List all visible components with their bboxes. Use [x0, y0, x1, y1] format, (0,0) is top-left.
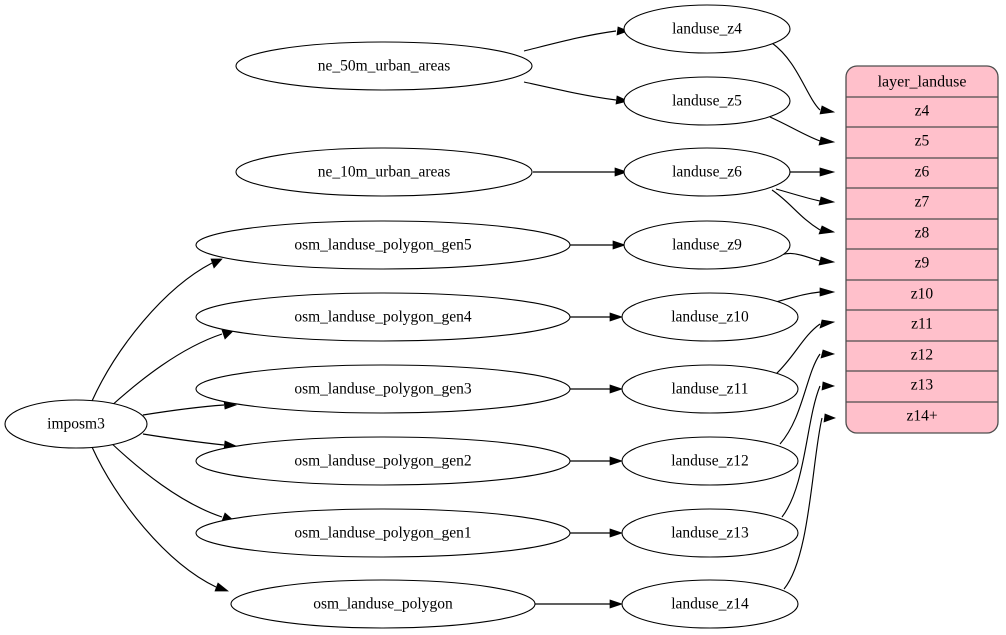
node-label: landuse_z13 — [671, 525, 749, 542]
node-landuse-z11[interactable]: landuse_z11 — [621, 364, 799, 414]
node-shape-ellipse — [230, 579, 536, 629]
edge-gen3-to-landuse-z11 — [570, 384, 624, 394]
node-ne-50m-urban-areas[interactable]: ne_50m_urban_areas — [235, 41, 533, 91]
node-shape-ellipse — [621, 579, 799, 629]
node-label: osm_landuse_polygon_gen1 — [294, 525, 471, 542]
node-osm-landuse-polygon-gen5[interactable]: osm_landuse_polygon_gen5 — [195, 220, 571, 270]
node-landuse-z5[interactable]: landuse_z5 — [623, 76, 791, 126]
node-label: osm_landuse_polygon_gen5 — [294, 237, 472, 254]
edge-landuse-z14-to-row-z14plus — [783, 413, 836, 590]
edge-ne50m-to-landuse-z5 — [523, 81, 630, 105]
node-shape-ellipse — [235, 41, 533, 91]
edge-gen2-to-landuse-z12 — [570, 456, 624, 466]
table-row-z6[interactable]: z6 — [915, 164, 930, 181]
edge-imposm3-to-polygon — [91, 446, 229, 592]
node-ne-10m-urban-areas[interactable]: ne_10m_urban_areas — [235, 147, 533, 197]
table-row-z7[interactable]: z7 — [915, 194, 930, 211]
edge-imposm3-to-gen3 — [142, 400, 238, 416]
table-row-z13[interactable]: z13 — [911, 377, 934, 394]
node-shape-ellipse — [4, 399, 148, 449]
node-osm-landuse-polygon-gen2[interactable]: osm_landuse_polygon_gen2 — [195, 436, 571, 486]
node-shape-ellipse — [195, 364, 571, 414]
edge-landuse-z6-to-row-z8 — [771, 189, 836, 235]
edge-landuse-z13-to-row-z13 — [781, 381, 836, 518]
table-title: layer_landuse — [878, 74, 967, 91]
edge-imposm3-to-gen5 — [91, 258, 223, 402]
node-shape-ellipse — [195, 220, 571, 270]
node-label: landuse_z9 — [672, 237, 742, 254]
node-shape-ellipse — [621, 436, 799, 486]
node-label: landuse_z12 — [671, 453, 748, 470]
node-imposm3[interactable]: imposm3 — [4, 399, 148, 449]
node-shape-ellipse — [623, 4, 791, 54]
node-label: ne_50m_urban_areas — [318, 58, 451, 75]
edge-landuse-z12-to-row-z12 — [779, 349, 836, 445]
edge-landuse-z6-to-row-z7 — [775, 188, 836, 206]
node-shape-ellipse — [623, 76, 791, 126]
node-shape-ellipse — [235, 147, 533, 197]
table-row-z8[interactable]: z8 — [915, 225, 930, 242]
node-label: landuse_z10 — [671, 309, 749, 326]
node-landuse-z12[interactable]: landuse_z12 — [621, 436, 799, 486]
node-label: ne_10m_urban_areas — [318, 164, 451, 181]
table-row-z10[interactable]: z10 — [911, 286, 934, 303]
edge-gen5-to-landuse-z9 — [570, 240, 627, 250]
table-row-z4[interactable]: z4 — [915, 103, 930, 120]
edge-landuse-z11-to-row-z11 — [775, 319, 836, 375]
node-label: imposm3 — [47, 416, 105, 433]
edge-landuse-z5-to-row-z5 — [769, 116, 836, 146]
node-label: landuse_z4 — [672, 21, 742, 38]
node-landuse-z4[interactable]: landuse_z4 — [623, 4, 791, 54]
table-row-z11[interactable]: z11 — [911, 316, 933, 333]
node-landuse-z9[interactable]: landuse_z9 — [623, 220, 791, 270]
edge-layer — [91, 26, 836, 609]
node-landuse-z14[interactable]: landuse_z14 — [621, 579, 799, 629]
node-label: osm_landuse_polygon — [313, 596, 453, 613]
node-label: landuse_z14 — [671, 596, 749, 613]
node-label: landuse_z6 — [672, 164, 742, 181]
table-row-z9[interactable]: z9 — [915, 255, 930, 272]
edge-ne50m-to-landuse-z4 — [523, 26, 629, 52]
node-shape-ellipse — [621, 292, 799, 342]
table-row-z5[interactable]: z5 — [915, 133, 930, 150]
node-landuse-z10[interactable]: landuse_z10 — [621, 292, 799, 342]
node-shape-ellipse — [623, 147, 791, 197]
node-osm-landuse-polygon-gen3[interactable]: osm_landuse_polygon_gen3 — [195, 364, 571, 414]
edge-polygon-to-landuse-z14 — [535, 599, 624, 609]
node-osm-landuse-polygon-gen1[interactable]: osm_landuse_polygon_gen1 — [195, 508, 571, 558]
edge-landuse-z10-to-row-z10 — [771, 287, 836, 304]
node-label: landuse_z11 — [672, 381, 749, 398]
node-shape-ellipse — [621, 508, 799, 558]
node-label: osm_landuse_polygon_gen4 — [294, 309, 472, 326]
edge-imposm3-to-gen2 — [142, 433, 238, 450]
edge-gen4-to-landuse-z10 — [570, 312, 624, 322]
table-row-z14plus[interactable]: z14+ — [906, 408, 937, 425]
table-row-z12[interactable]: z12 — [911, 347, 933, 364]
node-landuse-z6[interactable]: landuse_z6 — [623, 147, 791, 197]
node-shape-ellipse — [623, 220, 791, 270]
edge-landuse-z6-to-row-z6 — [790, 167, 836, 177]
edge-ne10m-to-landuse-z6 — [533, 167, 629, 177]
node-shape-ellipse — [195, 508, 571, 558]
edge-landuse-z4-to-row-z4 — [771, 42, 836, 115]
edge-gen1-to-landuse-z13 — [570, 528, 624, 538]
node-osm-landuse-polygon-gen4[interactable]: osm_landuse_polygon_gen4 — [195, 292, 571, 342]
layer-landuse-table[interactable]: layer_landuse z4 z5 z6 z7 z8 z9 z10 z11 … — [845, 65, 999, 434]
node-label: osm_landuse_polygon_gen2 — [294, 453, 471, 470]
node-label: osm_landuse_polygon_gen3 — [294, 381, 472, 398]
node-label: landuse_z5 — [672, 93, 742, 110]
node-shape-ellipse — [195, 436, 571, 486]
node-landuse-z13[interactable]: landuse_z13 — [621, 508, 799, 558]
node-shape-ellipse — [621, 364, 799, 414]
node-shape-ellipse — [195, 292, 571, 342]
node-osm-landuse-polygon[interactable]: osm_landuse_polygon — [230, 579, 536, 629]
